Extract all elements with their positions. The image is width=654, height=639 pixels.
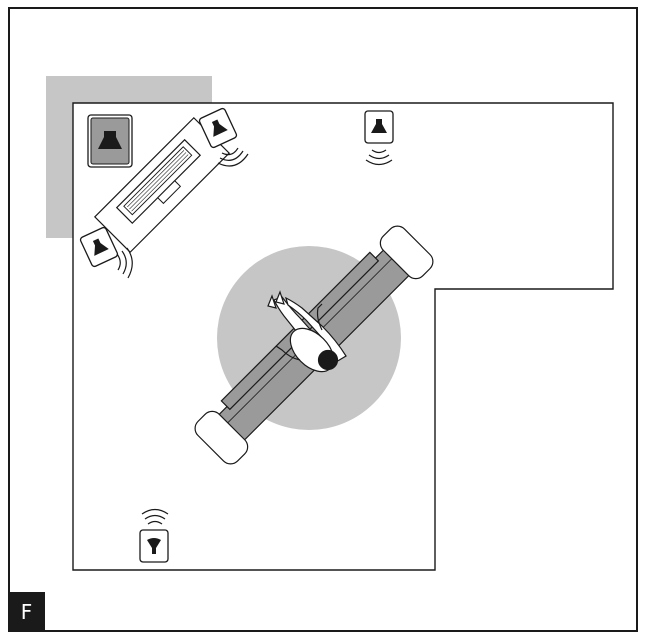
tv-cabinet — [93, 116, 231, 254]
person-head — [317, 349, 339, 371]
sound-waves-icon — [365, 149, 393, 166]
person-icon — [267, 290, 347, 373]
sofa-armrest — [379, 225, 434, 280]
speaker-icon — [139, 529, 169, 563]
speaker-icon — [198, 107, 238, 149]
panel-label: F — [8, 592, 45, 632]
diagram-frame — [8, 7, 638, 632]
speaker-icon — [364, 110, 394, 144]
sound-waves-icon — [116, 247, 133, 279]
sound-waves-icon — [141, 508, 169, 525]
sound-waves-icon — [217, 147, 249, 167]
sofa-armrest — [194, 410, 249, 465]
speaker-icon — [79, 226, 119, 268]
speaker-icon — [87, 114, 133, 168]
